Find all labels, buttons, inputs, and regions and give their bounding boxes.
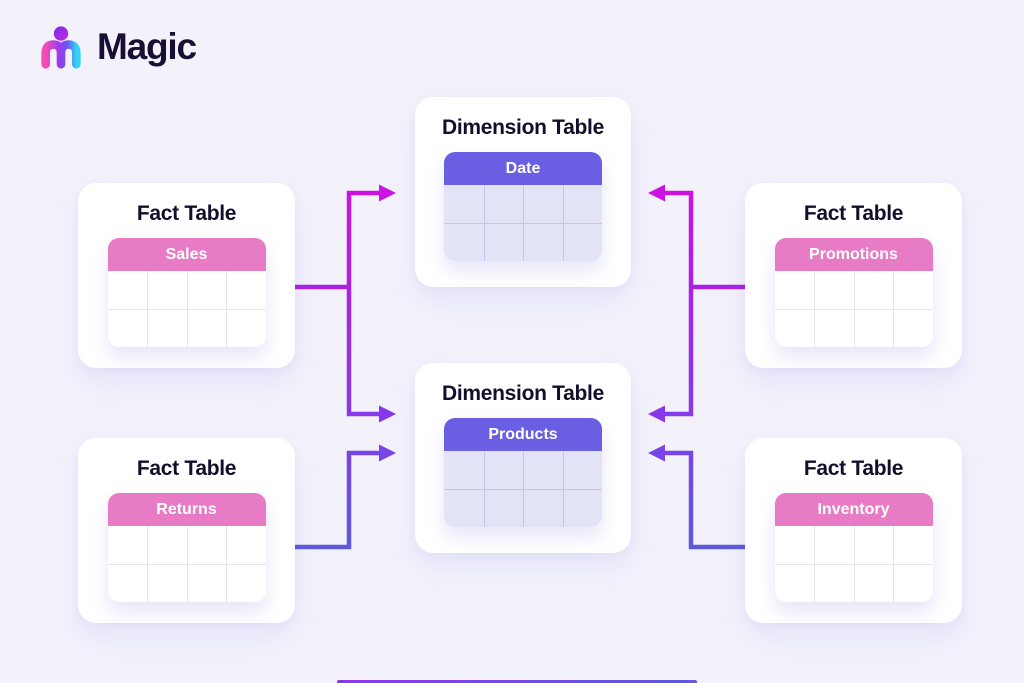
table-cell xyxy=(523,451,563,489)
table-cell xyxy=(853,564,893,602)
table-cell xyxy=(108,526,148,564)
fact-table-card-sales: Fact Table Sales xyxy=(78,183,295,368)
table-grid xyxy=(107,526,266,602)
table-cell xyxy=(147,309,187,347)
card-title: Fact Table xyxy=(803,457,904,480)
arrowhead-inventory-products xyxy=(648,444,665,462)
table-cell xyxy=(483,185,524,223)
table-cell xyxy=(775,526,815,564)
table-name-header: Sales xyxy=(107,238,266,271)
connector-sales-to-products xyxy=(346,287,380,417)
table-grid xyxy=(774,271,933,347)
mini-table-returns: Returns xyxy=(107,493,266,602)
card-title: Dimension Table xyxy=(442,382,604,405)
table-cell xyxy=(775,271,815,309)
table-name-header: Date xyxy=(444,152,602,185)
fact-table-card-returns: Fact Table Returns xyxy=(78,438,295,623)
table-cell xyxy=(226,271,266,309)
dimension-table-card-products: Dimension Table Products xyxy=(415,363,631,553)
card-title: Fact Table xyxy=(136,202,237,225)
brand-name: Magic xyxy=(97,26,197,67)
table-cell xyxy=(186,271,227,309)
magic-logo-icon xyxy=(41,26,81,69)
table-cell xyxy=(893,271,933,309)
table-cell xyxy=(444,489,484,527)
table-cell xyxy=(483,451,524,489)
table-cell xyxy=(107,564,147,602)
arrowhead-promotions-products xyxy=(648,405,665,423)
table-cell xyxy=(226,526,266,564)
table-cell xyxy=(853,309,893,347)
arrowhead-promotions-date xyxy=(648,184,665,202)
table-grid xyxy=(444,451,602,527)
table-cell xyxy=(186,526,227,564)
arrowhead-returns-products xyxy=(379,444,396,462)
mini-table-date: Date xyxy=(444,152,602,261)
arrowhead-sales-date xyxy=(379,184,396,202)
table-name-header: Promotions xyxy=(774,238,933,271)
table-cell xyxy=(108,271,148,309)
connector-sales-to-date xyxy=(346,190,380,287)
table-cell xyxy=(147,564,187,602)
table-cell xyxy=(853,271,894,309)
table-cell xyxy=(523,223,563,261)
table-cell xyxy=(186,564,226,602)
table-cell xyxy=(853,526,894,564)
table-cell xyxy=(562,223,602,261)
connector-promotions-to-date xyxy=(664,190,694,287)
table-cell xyxy=(562,489,602,527)
table-cell xyxy=(444,223,484,261)
card-title: Dimension Table xyxy=(442,116,604,139)
table-cell xyxy=(774,309,814,347)
table-cell xyxy=(814,309,854,347)
table-cell xyxy=(893,526,933,564)
table-cell xyxy=(444,185,484,223)
table-grid xyxy=(107,271,266,347)
fact-table-card-inventory: Fact Table Inventory xyxy=(745,438,962,623)
mini-table-inventory: Inventory xyxy=(774,493,933,602)
table-cell xyxy=(147,271,187,309)
brand-logo: Magic xyxy=(38,24,197,70)
table-cell xyxy=(147,526,187,564)
table-cell xyxy=(814,564,854,602)
table-cell xyxy=(814,271,854,309)
table-name-header: Products xyxy=(444,418,602,451)
table-cell xyxy=(893,309,933,347)
table-cell xyxy=(523,489,563,527)
table-cell xyxy=(893,564,933,602)
table-cell xyxy=(483,223,523,261)
table-cell xyxy=(774,564,814,602)
table-cell xyxy=(562,451,603,489)
connector-inventory-to-products xyxy=(664,450,745,550)
mini-table-products: Products xyxy=(444,418,602,527)
table-cell xyxy=(483,489,523,527)
connector-returns-to-products xyxy=(295,450,380,550)
table-cell xyxy=(186,309,226,347)
card-title: Fact Table xyxy=(136,457,237,480)
table-cell xyxy=(226,309,266,347)
arrowhead-sales-products xyxy=(379,405,396,423)
table-cell xyxy=(107,309,147,347)
table-name-header: Inventory xyxy=(774,493,933,526)
fact-table-card-promotions: Fact Table Promotions xyxy=(745,183,962,368)
table-cell xyxy=(562,185,603,223)
mini-table-promotions: Promotions xyxy=(774,238,933,347)
mini-table-sales: Sales xyxy=(107,238,266,347)
table-cell xyxy=(226,564,266,602)
table-name-header: Returns xyxy=(107,493,266,526)
table-cell xyxy=(444,451,484,489)
table-grid xyxy=(444,185,602,261)
connector-promotions-to-products xyxy=(664,287,694,417)
table-cell xyxy=(523,185,563,223)
bottom-edge-bar xyxy=(337,680,697,683)
card-title: Fact Table xyxy=(803,202,904,225)
table-cell xyxy=(814,526,854,564)
table-grid xyxy=(774,526,933,602)
dimension-table-card-date: Dimension Table Date xyxy=(415,97,631,287)
